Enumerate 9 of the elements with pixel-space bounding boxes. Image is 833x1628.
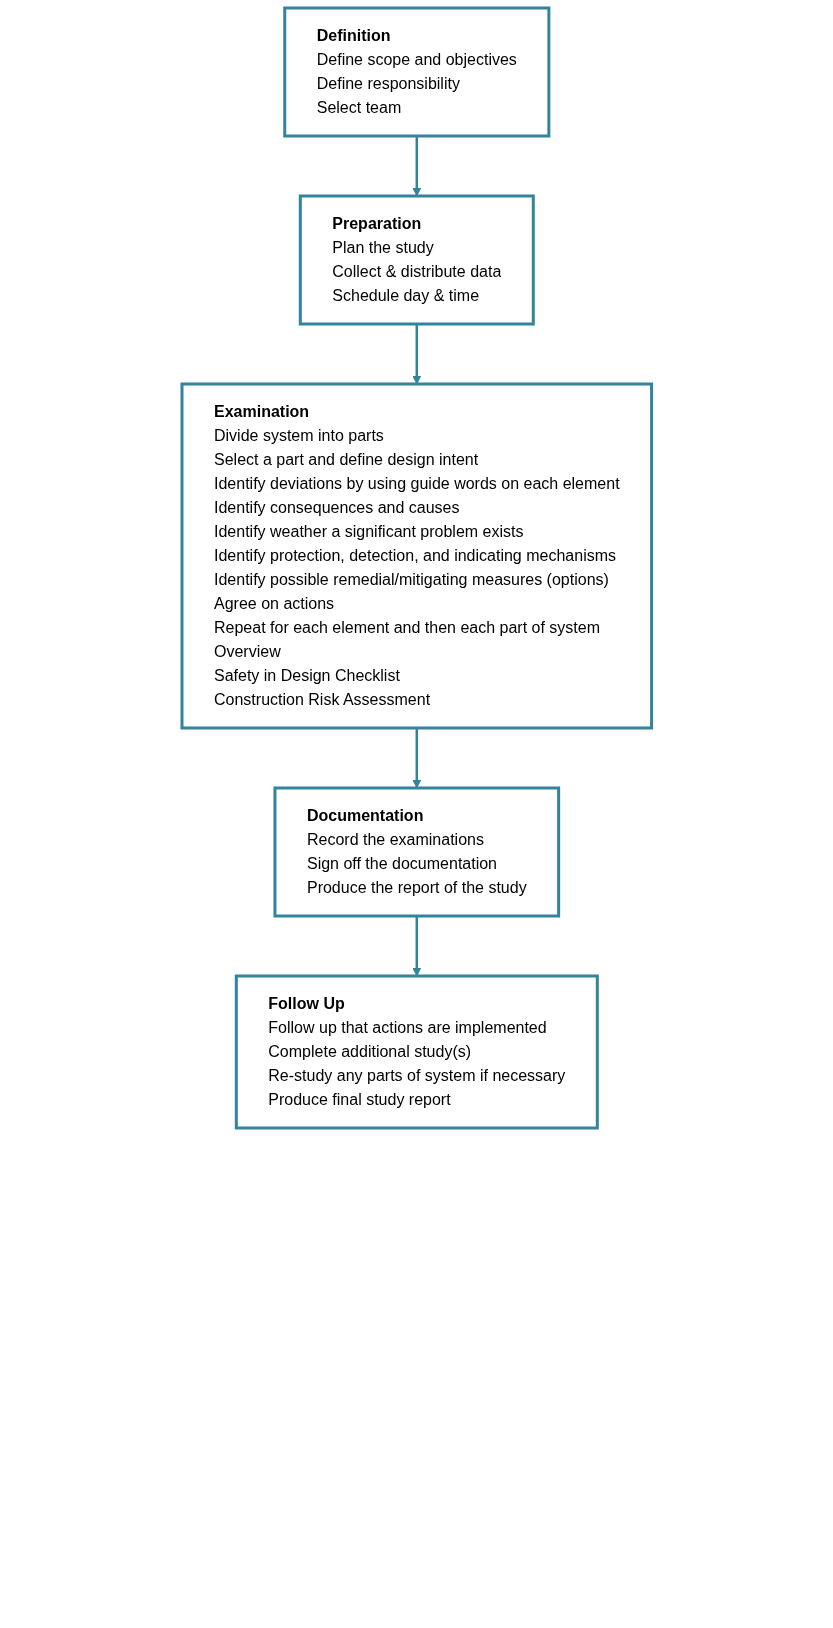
node-box: Examination Divide system into parts Select a part and define design intent Identify deviations by using guide words on each element Identify consequences and causes Identify weather a significant problem exists Identify protection, detection, and indicating mechanisms Identify possible remedial/mitigating measures (options) Agree on actions Repeat for each element and then each part of system Overview Safety in Design Checklist Construction Risk Assessment (180, 382, 653, 730)
node-box: Preparation Plan the study Collect & distribute data Schedule day & time (298, 194, 535, 326)
node-box: Definition Define scope and objectives Define responsibility Select team (282, 6, 551, 138)
node-box: Follow Up Follow up that actions are implemented Complete additional study(s) Re-study any parts of system if necessary Produce final study report (234, 974, 599, 1130)
node-box: Documentation Record the examinations Sign off the documentation Produce the report of the study (273, 786, 560, 918)
arrow (412, 728, 421, 789)
arrow (412, 916, 421, 977)
arrow (412, 324, 421, 385)
arrow (412, 136, 421, 197)
